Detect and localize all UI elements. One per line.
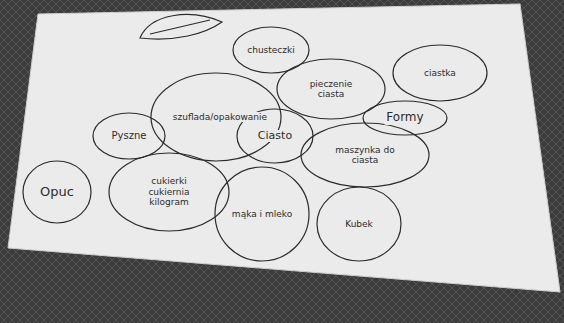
mind-map-bubble: Opuc — [22, 160, 92, 224]
mind-map-bubble: chusteczki — [232, 26, 310, 74]
bubble-ellipse — [233, 27, 309, 73]
bubble-ellipse — [109, 153, 229, 231]
bubble-ellipse — [317, 187, 401, 261]
bubble-ellipse — [151, 73, 281, 161]
mind-map-bubble: Kubek — [316, 186, 402, 262]
paper-sheet — [8, 4, 560, 292]
mind-map-bubble: ciastka — [392, 44, 488, 102]
bubble-label: maszynka do ciasta — [321, 145, 410, 166]
bubble-label: cukierki cukiernia kilogram — [127, 176, 210, 207]
bubble-label: Kubek — [343, 219, 375, 229]
bubble-ellipse — [23, 161, 91, 223]
bubble-label: mąka i mleko — [230, 209, 294, 219]
mind-map-bubble: pieczenie ciasta — [276, 58, 386, 120]
mind-map-bubble: cukierki cukiernia kilogram — [108, 152, 230, 232]
bubble-label: Pyszne — [110, 130, 149, 142]
bubble-ellipse — [93, 113, 165, 159]
bubble-label: pieczenie ciasta — [294, 79, 369, 100]
bubble-ellipse — [215, 167, 309, 261]
bubble-ellipse — [301, 123, 429, 187]
mind-map-bubble: maszynka do ciasta — [300, 122, 430, 188]
bubble-label: Ciasto — [256, 130, 294, 143]
bubble-ellipse — [393, 45, 487, 101]
bubble-label: Opuc — [38, 185, 76, 200]
bubble-label: ciastka — [422, 68, 458, 78]
mind-map-bubble: Pyszne — [92, 112, 166, 160]
mind-map-bubble: szuflada/opakowanie — [150, 72, 282, 162]
leaf-sketch — [140, 15, 222, 39]
bubble-label: Formy — [384, 111, 425, 125]
bubble-label: chusteczki — [245, 45, 297, 55]
mind-map-bubble: mąka i mleko — [214, 166, 310, 262]
bubble-label: szuflada/opakowanie — [171, 112, 261, 122]
